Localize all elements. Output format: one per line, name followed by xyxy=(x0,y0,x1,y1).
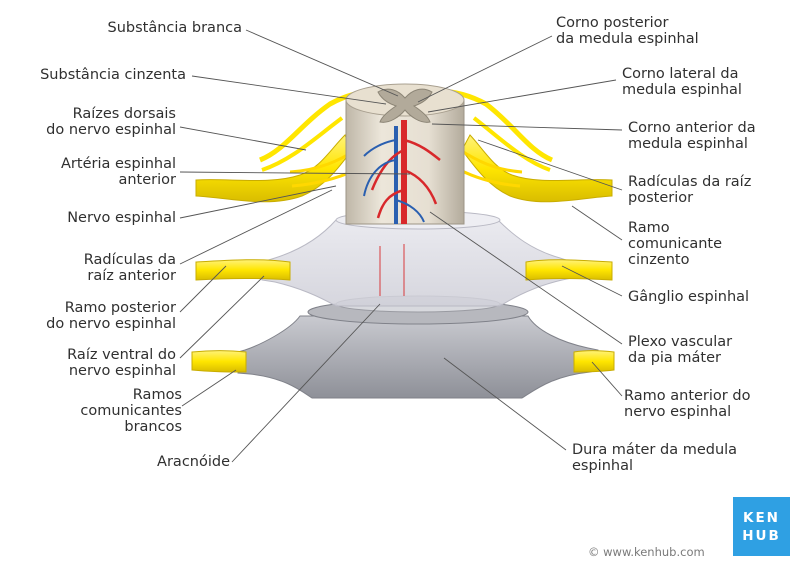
label-substancia-cinzenta: Substância cinzenta xyxy=(40,67,186,83)
label-ganglio-espinhal: Gânglio espinhal xyxy=(628,289,750,305)
arachnoid xyxy=(261,210,573,307)
label-arteria-espinhal: Artéria espinhal anterior xyxy=(61,156,176,188)
label-ramo-posterior: Ramo posterior do nervo espinhal xyxy=(46,300,176,332)
logo-line-2: HUB xyxy=(742,527,781,544)
label-substancia-branca: Substância branca xyxy=(107,20,242,36)
vascular-plexus xyxy=(363,120,441,296)
label-ramo-anterior: Ramo anterior do nervo espinhal xyxy=(624,388,751,420)
label-corno-anterior: Corno anterior da medula espinhal xyxy=(628,120,756,152)
label-ramo-comunicante-cinzento: Ramo comunicante cinzento xyxy=(628,220,723,268)
label-aracnoide: Aracnóide xyxy=(157,454,230,470)
nerve-lower-left xyxy=(191,350,247,373)
copyright-credit: © www.kenhub.com xyxy=(588,545,705,559)
label-plexo-vascular: Plexo vascular da pia máter xyxy=(628,334,733,366)
dura-mater xyxy=(237,295,599,399)
logo-line-1: KEN xyxy=(743,509,780,526)
label-ramos-comunicantes-brancos: Ramos comunicantes brancos xyxy=(80,387,182,435)
nerve-middle-left xyxy=(195,259,291,281)
kenhub-logo: KEN HUB xyxy=(733,497,790,556)
label-corno-posterior: Corno posterior da medula espinhal xyxy=(556,15,699,47)
leader-lines xyxy=(179,29,623,463)
nerve-lower-right xyxy=(573,350,615,373)
label-nervo-espinhal: Nervo espinhal xyxy=(67,210,176,226)
label-corno-lateral: Corno lateral da medula espinhal xyxy=(622,66,742,98)
label-dura-mater: Dura máter da medula espinhal xyxy=(572,442,738,474)
label-raiz-ventral: Raíz ventral do nervo espinhal xyxy=(67,347,176,379)
label-radiculas-posterior: Radículas da raíz posterior xyxy=(628,174,752,206)
nerve-upper-right xyxy=(429,88,613,203)
label-radiculas-anterior: Radículas da raíz anterior xyxy=(83,252,176,284)
label-raizes-dorsais: Raízes dorsais do nervo espinhal xyxy=(46,106,176,138)
